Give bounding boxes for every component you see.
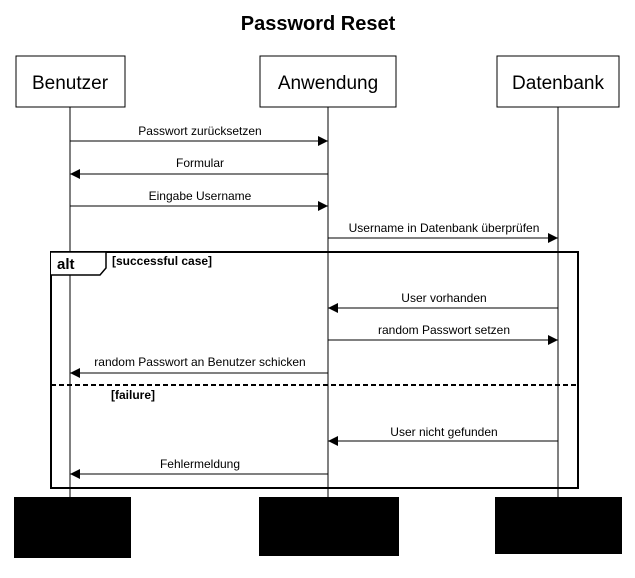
message-username-ueberpruefen: Username in Datenbank überprüfen	[328, 221, 558, 243]
actor-anwendung-bottom	[259, 497, 399, 556]
message-random-passwort-schicken: random Passwort an Benutzer schicken	[70, 355, 328, 378]
fragment-operator-label: alt	[57, 256, 75, 273]
actor-benutzer-bottom	[14, 497, 131, 558]
message-label: Username in Datenbank überprüfen	[349, 221, 540, 235]
message-label: random Passwort an Benutzer schicken	[94, 355, 305, 369]
actor-benutzer: Benutzer	[15, 55, 126, 108]
actor-anwendung: Anwendung	[259, 55, 397, 108]
diagram-title: Password Reset	[241, 13, 396, 35]
message-label: random Passwort setzen	[378, 323, 510, 337]
message-label: Eingabe Username	[149, 189, 252, 203]
message-formular: Formular	[70, 156, 328, 179]
guard-successful-case: [successful case]	[112, 254, 212, 268]
message-user-vorhanden: User vorhanden	[328, 291, 558, 313]
message-user-nicht-gefunden: User nicht gefunden	[328, 425, 558, 446]
actor-datenbank-label: Datenbank	[512, 73, 604, 94]
message-label: User vorhanden	[401, 291, 486, 305]
message-label: Fehlermeldung	[160, 457, 240, 471]
alt-fragment: alt [successful case] [failure]	[50, 251, 579, 489]
message-passwort-zuruecksetzen: Passwort zurücksetzen	[70, 124, 328, 146]
guard-failure: [failure]	[111, 388, 155, 402]
message-eingabe-username: Eingabe Username	[70, 189, 328, 211]
message-label: Passwort zurücksetzen	[138, 124, 261, 138]
message-random-passwort-setzen: random Passwort setzen	[328, 323, 558, 345]
actor-anwendung-label: Anwendung	[278, 73, 378, 94]
actor-datenbank-bottom	[495, 497, 622, 554]
actor-datenbank: Datenbank	[496, 55, 620, 108]
fragment-operator-tab	[51, 251, 107, 276]
message-fehlermeldung: Fehlermeldung	[70, 457, 328, 479]
actor-benutzer-label: Benutzer	[32, 73, 109, 94]
message-label: Formular	[176, 156, 224, 170]
message-label: User nicht gefunden	[390, 425, 497, 439]
